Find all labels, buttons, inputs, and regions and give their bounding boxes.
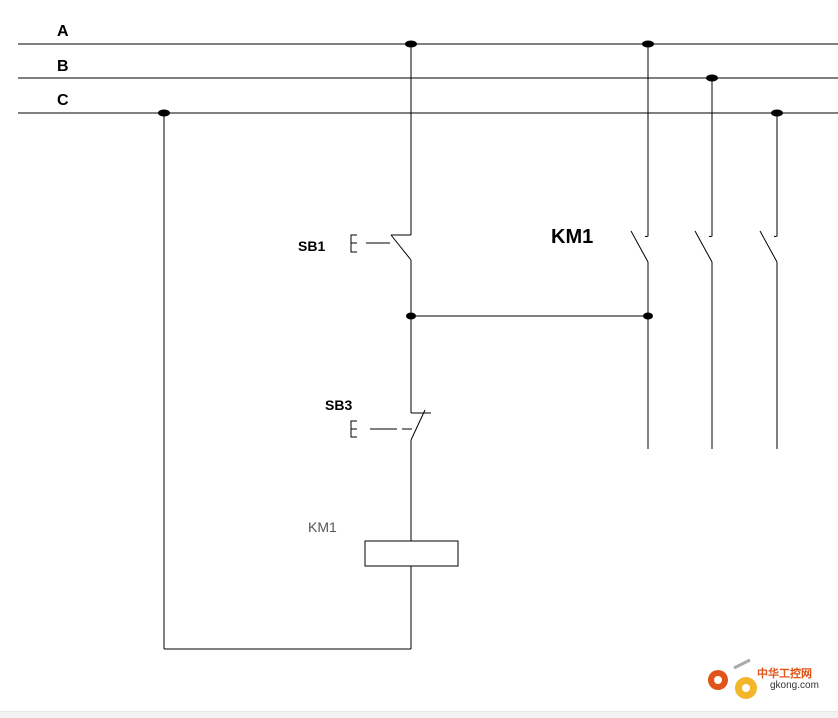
junction-dot [405,40,417,48]
km1-contact-3-hook [773,231,778,237]
junction-dot [643,312,653,320]
junction-dot [771,109,783,117]
km1-contact-1-blade [630,230,649,263]
km1-coil-label: KM1 [308,519,337,535]
bus-c-label: C [57,92,69,109]
sb1-button [350,234,357,253]
sb3-button [350,420,357,438]
km1-contact-2-blade [694,230,713,263]
km1-coil [364,540,459,567]
sb3-blade [410,409,426,441]
km1-contacts-label: KM1 [551,226,594,248]
watermark-site: gkong.com [770,680,819,691]
watermark-brand: 中华工控网 [757,668,812,680]
junction-dot [706,74,718,82]
junction-dot [406,312,416,320]
km1-contact-1-hook [644,231,649,237]
junction-dot [158,109,170,117]
km1-contact-3-blade [759,230,778,263]
km1-contact-2-hook [708,231,713,237]
bus-b-label: B [57,58,69,75]
sb3-label: SB3 [325,397,353,413]
watermark-gears-icon [708,658,757,699]
junction-dot [642,40,654,48]
sb1-blade [390,234,412,261]
sb1-label: SB1 [298,238,326,254]
bus-a-label: A [57,23,69,40]
bottom-bar [0,711,838,718]
